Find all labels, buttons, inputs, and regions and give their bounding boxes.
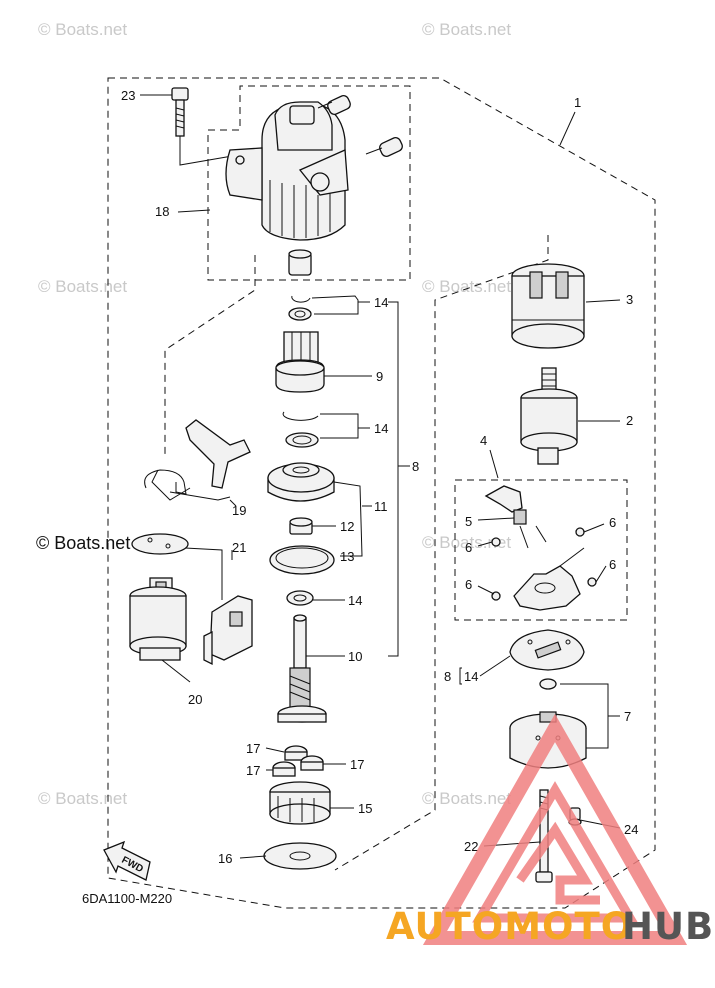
callout-1: 1 [574, 95, 581, 110]
callout-13: 13 [340, 549, 354, 564]
watermark-text: © Boats.net [422, 789, 511, 808]
washer-14 [286, 590, 314, 606]
callout-15: 15 [358, 801, 372, 816]
callout-10: 10 [348, 649, 362, 664]
automotohub-logo [422, 713, 688, 945]
callout-12: 12 [340, 519, 354, 534]
callout-23: 23 [121, 88, 135, 103]
brand-part2: HUB [622, 905, 714, 948]
ring-13 [269, 545, 335, 575]
callout-19: 19 [232, 503, 246, 518]
watermark-text: © Boats.net [38, 277, 127, 296]
clutch-housing-11 [267, 462, 335, 502]
watermark-text: © Boats.net [38, 20, 127, 39]
gasket-21 [131, 533, 223, 600]
pinion-shaft-10 [277, 614, 327, 723]
watermark-text: © Boats.net [38, 789, 127, 808]
callout-17: 17 [350, 757, 364, 772]
watermark-layer: © Boats.net © Boats.net © Boats.net © Bo… [38, 20, 511, 808]
fwd-arrow-icon: FWD [103, 840, 151, 881]
callout-14: 14 [348, 593, 362, 608]
assembly-boundary [107, 77, 656, 909]
callout-14: 14 [464, 669, 478, 684]
callout-21: 21 [232, 540, 246, 555]
washer-14 [288, 307, 312, 321]
callout-6: 6 [609, 515, 616, 530]
callout-17: 17 [246, 741, 260, 756]
armature-2 [520, 367, 578, 465]
callout-6: 6 [465, 577, 472, 592]
brand-part1: AUTOMOTO [386, 905, 633, 948]
callout-18: 18 [155, 204, 169, 219]
washer-16 [263, 842, 337, 870]
callout-5: 5 [465, 514, 472, 529]
callout-24: 24 [624, 822, 638, 837]
callout-labels: 23 18 1 3 2 4 14 9 14 8 11 12 13 14 10 1… [121, 88, 638, 866]
watermark-text: © Boats.net [422, 533, 511, 552]
bolt-23 [171, 87, 239, 166]
drive-pinion-9 [275, 331, 325, 393]
callout-8: 8 [412, 459, 419, 474]
callout-20: 20 [188, 692, 202, 707]
copyright-label: © Boats.net [36, 533, 130, 553]
motor-cover-boundary [207, 85, 411, 281]
brush-holder-4 [484, 485, 597, 611]
callout-6: 6 [465, 540, 472, 555]
planet-gear-17 [272, 745, 324, 777]
section-divider [334, 235, 549, 871]
callout-6: 6 [609, 557, 616, 572]
diagram-code: 6DA1100-M220 [82, 891, 172, 906]
callout-2: 2 [626, 413, 633, 428]
motor-cover-18 [225, 95, 403, 276]
watermark-text: © Boats.net [422, 277, 511, 296]
bushing-12 [289, 517, 313, 535]
watermark-text: © Boats.net [422, 20, 511, 39]
yoke-3 [511, 263, 585, 349]
spacer-pin [327, 95, 403, 157]
callout-16: 16 [218, 851, 232, 866]
callout-3: 3 [626, 292, 633, 307]
callout-14: 14 [374, 295, 388, 310]
leader-lines [140, 94, 621, 859]
section-divider [164, 255, 256, 455]
internal-gear-15 [269, 781, 331, 825]
callout-8: 8 [444, 669, 451, 684]
callout-7: 7 [624, 709, 631, 724]
callout-9: 9 [376, 369, 383, 384]
starter-solenoid-20 [129, 577, 191, 683]
callout-14: 14 [374, 421, 388, 436]
callout-4: 4 [480, 433, 487, 448]
circlip-14 [282, 411, 319, 421]
brand-wordmark: AUTOMOTO HUB [386, 905, 714, 948]
washer-14 [285, 432, 319, 448]
brush-holder-boundary [454, 479, 628, 621]
callout-22: 22 [464, 839, 478, 854]
callout-17: 17 [246, 763, 260, 778]
brush-plate-14 [509, 629, 585, 690]
relay-21 [203, 595, 253, 666]
circlip-14 [291, 295, 311, 303]
shift-lever-19 [144, 419, 251, 501]
callout-11: 11 [374, 499, 388, 514]
